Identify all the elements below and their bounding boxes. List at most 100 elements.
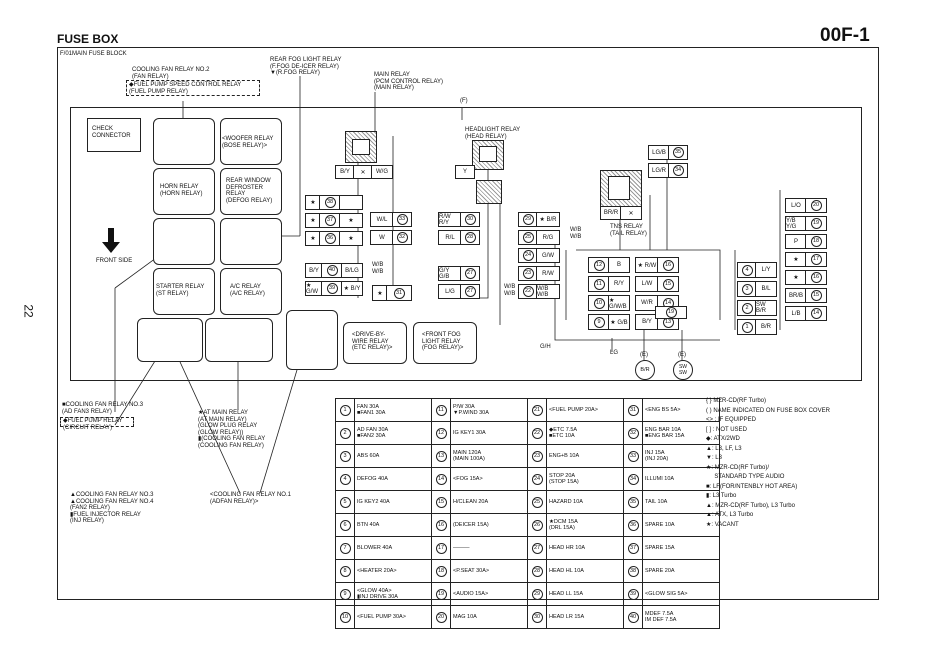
rightblock-wire: L/Y	[755, 262, 777, 278]
legend-num-cell: 12	[431, 421, 451, 445]
relay-cooling-fan-2	[153, 118, 215, 165]
relay-bottom-1	[137, 318, 203, 362]
rightblock-fuse-num: 3	[741, 283, 753, 295]
legend-num-cell: 37	[623, 536, 643, 560]
legend-text: HEAD LL 15A	[546, 582, 624, 606]
small-fuse-wire2: B/LG	[341, 263, 363, 278]
lg-wire: LG/B	[648, 145, 670, 160]
rightblock-wire: B/R	[755, 319, 777, 335]
legend-num: 30	[531, 611, 543, 623]
legend-num: 31	[627, 404, 639, 416]
legend-num-cell: 18	[431, 559, 451, 583]
midblock-fuse-num: 10	[593, 297, 605, 309]
midblock2-wire: L/W	[635, 276, 659, 292]
legend-num: 26	[531, 519, 543, 531]
fuse-19-bottom: 19	[655, 306, 687, 319]
legend-num: 34	[627, 473, 639, 485]
legend-text: BLOWER 40A	[354, 536, 432, 560]
relay-wire-y: Y	[455, 165, 475, 179]
legend-text: SPARE 15A	[642, 536, 720, 560]
col30-fuse-num: 27	[464, 268, 476, 279]
colright-fuse-num: 24	[522, 250, 534, 261]
legend-num: 12	[435, 427, 447, 439]
legend-note: [ ] : NOT USED	[706, 426, 747, 433]
legend-text: ENG+B 10A	[546, 444, 624, 468]
farright-wire: ★	[785, 270, 807, 285]
legend-text: (DEICER 15A)	[450, 513, 528, 537]
midblock2-wire: ★ R/W	[635, 257, 659, 273]
legend-num-cell: 24	[527, 467, 547, 491]
page-code: 00F-1	[820, 25, 870, 46]
legend-num: 40	[627, 611, 639, 623]
drive-by-wire-label: <DRIVE-BY- WIRE RELAY (ETC RELAY)>	[352, 332, 393, 351]
legend-num-cell: 19	[431, 582, 451, 606]
rightblock-fuse: 3	[737, 281, 757, 297]
colright-fuse: 23	[518, 266, 538, 281]
col30-fuse: 27	[460, 284, 480, 299]
callout-fuel-pump-speed: ◆FUEL PUMP SPEED CONTROL RELAY (FUEL PUM…	[129, 82, 242, 95]
colright-wire: R/G	[536, 230, 560, 245]
colright-wire: R/W	[536, 266, 560, 281]
legend-num-cell: 5	[335, 490, 355, 514]
legend-text: MDEF 7.5A IM DEF 7.5A	[642, 605, 720, 629]
legend-num-cell: 38	[623, 559, 643, 583]
legend-num-cell: 11	[431, 398, 451, 422]
legend-note: <> : IF EQUIPPED	[706, 417, 757, 423]
legend-text: BTN 40A	[354, 513, 432, 537]
legend-text: ◆ETC 7.5A ■ETC 10A	[546, 421, 624, 445]
colright-fuse-num: 22	[522, 286, 534, 297]
legend-num-cell: 14	[431, 467, 451, 491]
legend-num: 7	[339, 542, 351, 554]
legend-num-cell: 21	[527, 398, 547, 422]
col30-fuse: 28	[460, 230, 480, 245]
wb-label-2: W/B W/B	[372, 262, 384, 275]
starter-label: STARTER RELAY (ST RELAY)	[156, 284, 205, 297]
legend-num: 35	[627, 496, 639, 508]
legend-num: 8	[339, 565, 351, 577]
relay-front-fog	[413, 322, 477, 364]
farright-fuse: 18	[805, 234, 827, 249]
legend-num-cell: 8	[335, 559, 355, 583]
farright-wire: P	[785, 234, 807, 249]
farright-fuse-num: 15	[810, 290, 822, 301]
legend-num: 11	[435, 404, 447, 416]
callout-rear-fog: REAR FOG LIGHT RELAY (F.FOG DE-ICER RELA…	[270, 57, 342, 76]
legend-num-cell: 36	[623, 513, 643, 537]
small-fuse-num: 39	[326, 283, 338, 294]
midblock2-fuse-num: 16	[662, 259, 674, 271]
callout-fuel-pump-relay: ◆FUEL PUMP RELAY (CIRCUIT RELAY)	[63, 418, 123, 431]
midblock-fuse-num: 9	[593, 316, 605, 328]
legend-note: ◆: ATX/2WD	[706, 436, 740, 442]
legend-text: MAG 10A	[450, 605, 528, 629]
colright-fuse-num: 29	[522, 214, 534, 225]
farright-fuse: 20	[805, 198, 827, 213]
farright-wire: L/O	[785, 198, 807, 213]
headlight-relay-lower	[476, 180, 502, 204]
lg-fuse-num: 35	[672, 147, 684, 158]
legend-num: 4	[339, 473, 351, 485]
ground-sw-label: SW SW	[678, 364, 688, 376]
check-connector	[87, 118, 141, 152]
legend-text: ENG BAR 10A ■ENG BAR 15A	[642, 421, 720, 445]
legend-num-cell: 17	[431, 536, 451, 560]
legend-text: <HEATER 20A>	[354, 559, 432, 583]
midblock2-fuse: 15	[657, 276, 679, 292]
legend-num: 3	[339, 450, 351, 462]
midblock-wire: ★ G/B	[608, 314, 630, 330]
legend-num-cell: 31	[623, 398, 643, 422]
relay-wire-wg: W/G	[371, 165, 393, 179]
front-side-label: FRONT SIDE	[96, 258, 133, 264]
farright-wire: L/B	[785, 306, 807, 321]
relay-wire-by: B/Y	[335, 165, 355, 179]
legend-note: { } MZR-CD(RF Turbo)	[706, 398, 767, 404]
callout-headlight: HEADLIGHT RELAY (HEAD RELAY)	[465, 127, 521, 140]
legend-note: ▲: MZR-CD(RF Turbo), L3 Turbo	[706, 502, 795, 509]
farright-fuse: 19	[805, 216, 827, 231]
legend-num-cell: 4	[335, 467, 355, 491]
relay-ac	[220, 268, 282, 315]
relay-wire-brr: BR/R	[600, 206, 622, 220]
legend-num-cell: 34	[623, 467, 643, 491]
